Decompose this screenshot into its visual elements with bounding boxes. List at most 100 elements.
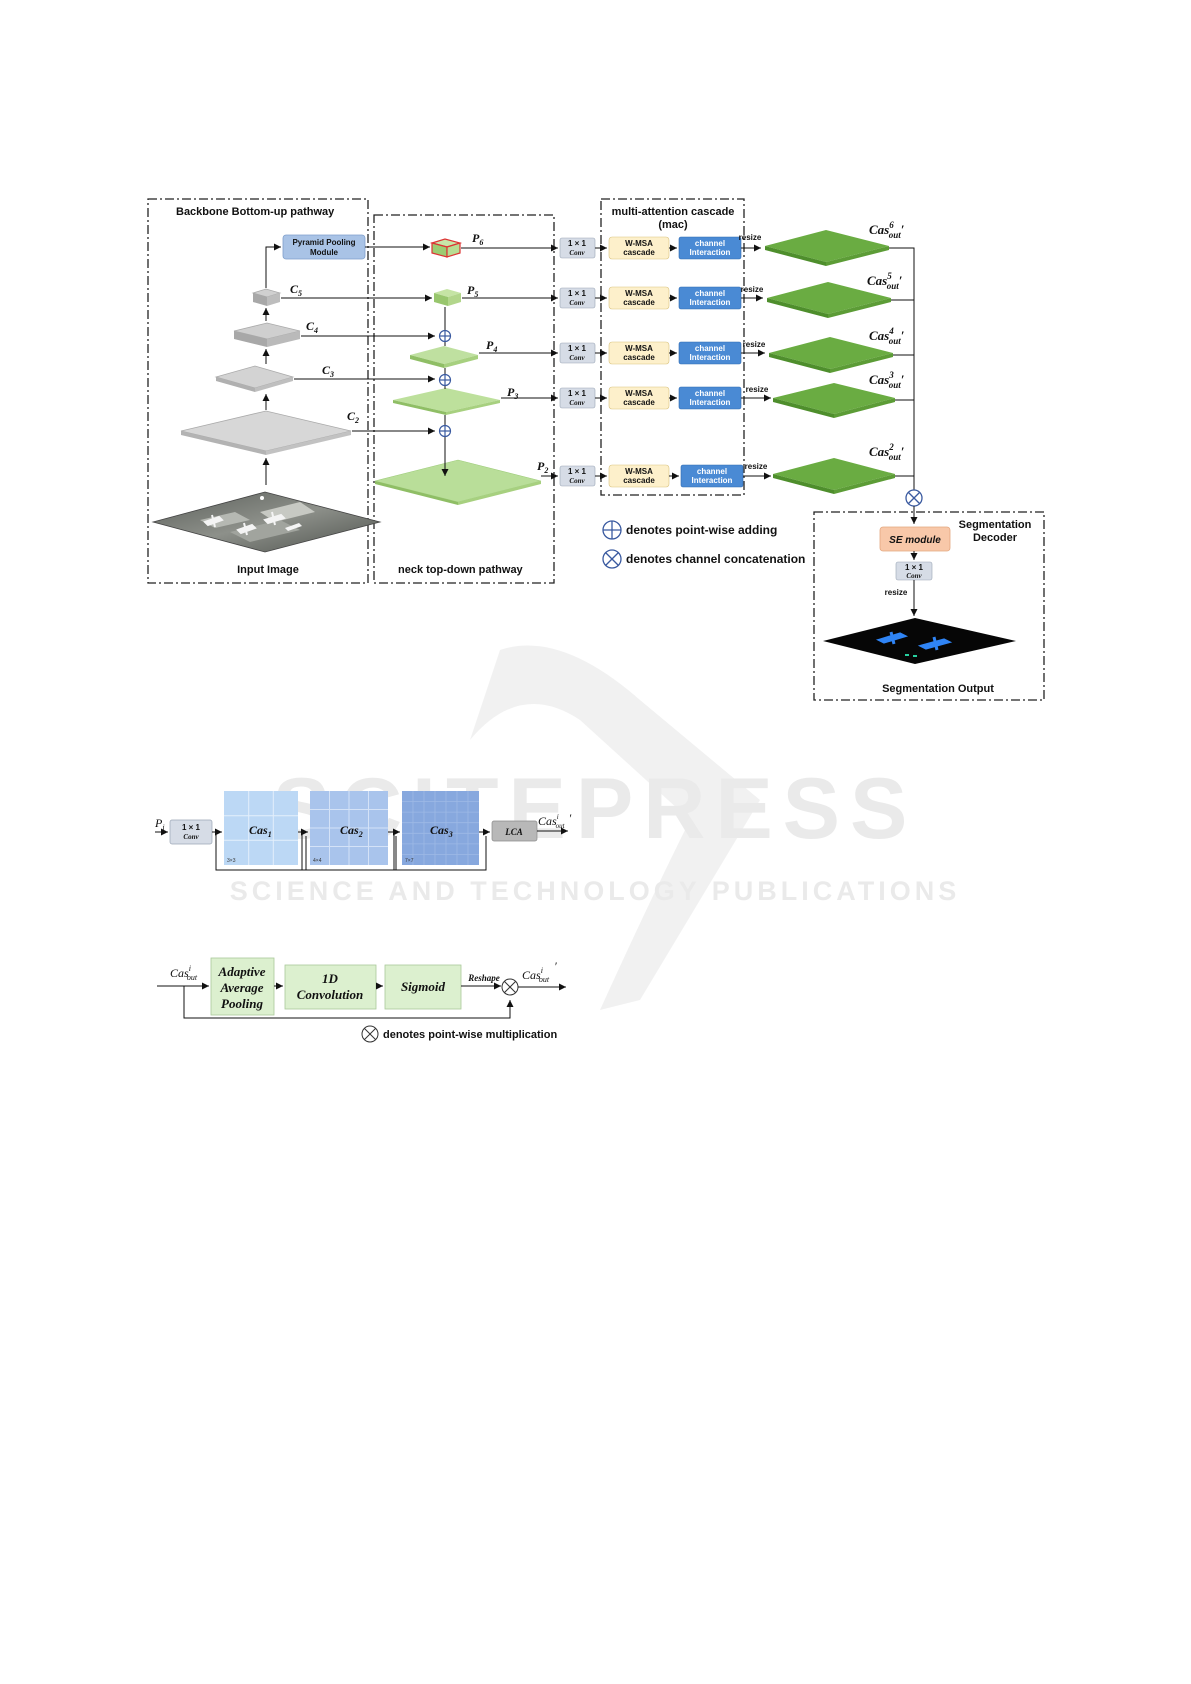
neck-layers — [374, 238, 542, 505]
svg-text:Average: Average — [219, 980, 263, 995]
resize-label: resize — [739, 233, 762, 242]
svg-text:C2: C2 — [347, 409, 359, 425]
p5-label: P5 — [467, 283, 478, 299]
backbone-layers — [180, 288, 352, 455]
decoder-panel — [813, 511, 1045, 701]
sigmoid-box: Sigmoid — [384, 964, 462, 1010]
neck-title: neck top-down pathway — [398, 564, 524, 576]
svg-text:Cas2: Cas2 — [340, 823, 363, 839]
svg-text:1 × 1: 1 × 1 — [568, 467, 587, 476]
svg-text:1 × 1: 1 × 1 — [905, 563, 924, 572]
svg-text:SE module: SE module — [889, 535, 941, 546]
svg-text:Interaction: Interaction — [692, 476, 733, 485]
svg-text:cascade: cascade — [623, 398, 655, 407]
p3-label: P3 — [507, 385, 518, 401]
watermark-sub: SCIENCE AND TECHNOLOGY PUBLICATIONS — [230, 876, 961, 906]
resize-label: resize — [745, 462, 768, 471]
c4-label: C4 — [306, 319, 318, 335]
svg-text:Cas3: Cas3 — [430, 823, 453, 839]
pyramid-pooling-module: Pyramid Pooling Module — [282, 234, 366, 260]
conv1d-box: 1D Convolution — [284, 964, 377, 1010]
svg-text:cascade: cascade — [623, 353, 655, 362]
svg-text:P5: P5 — [467, 283, 478, 299]
svg-text:channel: channel — [697, 467, 727, 476]
svg-text:Conv: Conv — [183, 833, 199, 841]
decoder-resize-label: resize — [885, 588, 908, 597]
svg-text:3×3: 3×3 — [227, 858, 236, 864]
cas3-block: Cas3 7×7 — [402, 791, 479, 865]
svg-text:C3: C3 — [322, 363, 334, 379]
input-image — [151, 491, 382, 553]
cas2-block: Cas2 4×4 — [310, 791, 388, 865]
svg-text:channel: channel — [695, 344, 725, 353]
layer-p3 — [393, 388, 500, 412]
ppm-label-1: Pyramid Pooling — [292, 238, 355, 247]
c2-label: C2 — [347, 409, 359, 425]
svg-text:1 × 1: 1 × 1 — [568, 389, 587, 398]
add-node — [438, 424, 452, 438]
svg-text:P3: P3 — [507, 385, 518, 401]
svg-text:channel: channel — [695, 239, 725, 248]
svg-text:W-MSA: W-MSA — [625, 344, 653, 353]
layer-c2 — [180, 410, 352, 452]
mac-title-1: multi-attention cascade — [612, 206, 735, 218]
legend-concat: denotes channel concatenation — [602, 549, 805, 569]
svg-text:W-MSA: W-MSA — [625, 467, 653, 476]
svg-text:Pi: Pi — [154, 816, 165, 832]
decoder-title-1: Segmentation — [959, 519, 1032, 531]
mac-panel — [600, 198, 745, 496]
input-image-label: Input Image — [237, 564, 299, 576]
svg-text:P2: P2 — [537, 459, 548, 475]
svg-text:1 × 1: 1 × 1 — [568, 344, 587, 353]
pi-input-label: Pi — [154, 816, 165, 832]
p2-label: P2 — [537, 459, 548, 475]
p6-label: P6 — [472, 231, 483, 247]
segmentation-output-map — [823, 618, 1016, 664]
svg-text:1 × 1: 1 × 1 — [568, 239, 587, 248]
figure-1-architecture: Backbone Bottom-up pathway neck top-down… — [147, 198, 1045, 701]
mac-row-6: 1 × 1 Conv W-MSA cascade channel Interac… — [461, 220, 915, 490]
backbone-title: Backbone Bottom-up pathway — [176, 206, 335, 218]
svg-text:W-MSA: W-MSA — [625, 239, 653, 248]
svg-text:4×4: 4×4 — [313, 858, 322, 864]
output-map-3 — [773, 383, 895, 414]
svg-text:denotes point-wise adding: denotes point-wise adding — [626, 523, 777, 537]
svg-text:denotes channel concatenation: denotes channel concatenation — [626, 552, 805, 566]
svg-text:cascade: cascade — [623, 298, 655, 307]
svg-text:Sigmoid: Sigmoid — [401, 979, 446, 994]
concat-node — [905, 489, 923, 507]
reshape-label: Reshape — [467, 973, 500, 983]
svg-text:Convolution: Convolution — [297, 987, 363, 1002]
output-map-5 — [767, 282, 891, 314]
resize-label: resize — [741, 285, 764, 294]
svg-text:Pooling: Pooling — [221, 996, 263, 1011]
svg-text:LCA: LCA — [504, 827, 523, 837]
mac-title-2: (mac) — [658, 219, 688, 231]
decoder-title-2: Decoder — [973, 532, 1018, 544]
svg-text:Conv: Conv — [569, 299, 585, 307]
svg-text:Cas1: Cas1 — [249, 823, 272, 839]
svg-text:7×7: 7×7 — [405, 858, 414, 864]
legend-multiply: denotes point-wise multiplication — [361, 1025, 557, 1043]
svg-text:1 × 1: 1 × 1 — [568, 289, 587, 298]
svg-text:Interaction: Interaction — [690, 248, 731, 257]
svg-text:C5: C5 — [290, 282, 302, 298]
legend-add: denotes point-wise adding — [602, 520, 777, 540]
svg-text:P6: P6 — [472, 231, 483, 247]
mac-row-2: 1 × 1 Conv W-MSA cascade channel Interac… — [541, 442, 914, 494]
svg-text:Interaction: Interaction — [690, 353, 731, 362]
decoder-conv-box: 1 × 1 Conv — [895, 561, 933, 581]
add-node — [438, 373, 452, 387]
